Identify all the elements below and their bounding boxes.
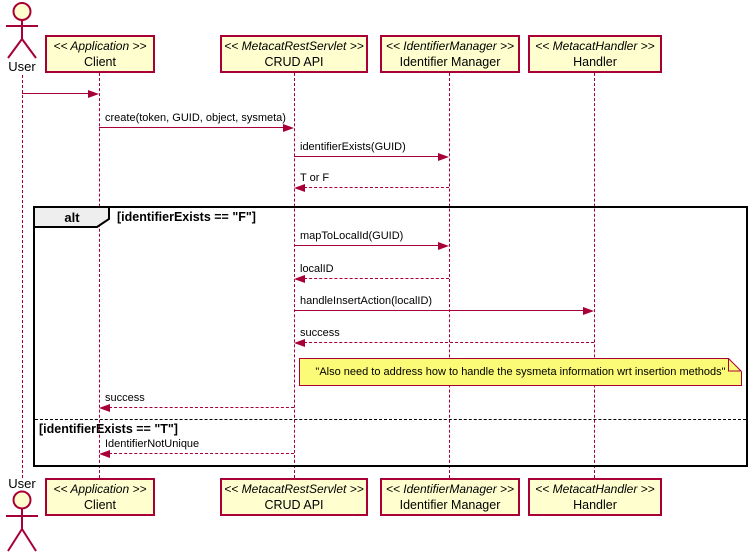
participant-stereotype: << MetacatRestServlet >> bbox=[224, 39, 364, 53]
message-handleinsertaction-localid-arrowhead bbox=[583, 306, 594, 315]
message-success-label: success bbox=[105, 392, 145, 404]
participant-client-top: << Application >> Client bbox=[45, 35, 155, 73]
user-actor-icon bbox=[6, 490, 38, 552]
participant-handler-bottom: << MetacatHandler >> Handler bbox=[528, 478, 662, 516]
participant-stereotype: << Application >> bbox=[53, 39, 147, 53]
message-create-token-guid-object-sysme-label: create(token, GUID, object, sysmeta) bbox=[105, 112, 286, 124]
message-success-arrowhead bbox=[99, 403, 110, 412]
message-identifiernotunique-arrowhead bbox=[99, 449, 110, 458]
message-t-or-f-arrowhead bbox=[294, 183, 305, 192]
message-identifiernotunique-line bbox=[109, 453, 294, 454]
message-identifierexists-guid-label: identifierExists(GUID) bbox=[300, 141, 406, 153]
alt-operator-label: alt bbox=[64, 210, 80, 225]
alt-operator-pentagon bbox=[33, 206, 110, 228]
message-success-line bbox=[109, 407, 294, 408]
message-handleinsertaction-localid-label: handleInsertAction(localID) bbox=[300, 295, 433, 307]
lifeline-idmgr bbox=[449, 73, 450, 478]
message-maptolocalid-guid-label: mapToLocalId(GUID) bbox=[300, 230, 404, 242]
participant-name: Handler bbox=[573, 498, 617, 512]
participant-stereotype: << MetacatRestServlet >> bbox=[224, 482, 364, 496]
participant-crud-bottom: << MetacatRestServlet >> CRUD API bbox=[220, 478, 368, 516]
actor-label-bottom: User bbox=[8, 476, 36, 491]
message-identifierexists-guid-line bbox=[294, 156, 439, 157]
actor-label-top: User bbox=[8, 59, 36, 74]
participant-name: CRUD API bbox=[264, 498, 324, 512]
message-t-or-f-label: T or F bbox=[300, 172, 330, 184]
participant-name: Identifier Manager bbox=[399, 55, 501, 69]
participant-client-bottom: << Application >> Client bbox=[45, 478, 155, 516]
participant-stereotype: << IdentifierManager >> bbox=[385, 482, 515, 496]
message-localid-arrowhead bbox=[294, 274, 305, 283]
message-identifiernotunique-label: IdentifierNotUnique bbox=[105, 438, 200, 450]
message-create-token-guid-object-sysme-line bbox=[99, 127, 284, 128]
lifeline-client bbox=[99, 73, 100, 478]
participant-stereotype: << MetacatHandler >> bbox=[535, 482, 655, 496]
participant-handler-top: << MetacatHandler >> Handler bbox=[528, 35, 662, 73]
message-identifierexists-guid-arrowhead bbox=[438, 152, 449, 161]
participant-stereotype: << Application >> bbox=[53, 482, 147, 496]
participant-name: Client bbox=[84, 498, 116, 512]
alt-guard-condition-false: [identifierExists == "T"] bbox=[39, 422, 178, 436]
message-success-label: success bbox=[300, 327, 340, 339]
message-localid-label: localID bbox=[300, 263, 334, 275]
note-fold-corner bbox=[728, 358, 742, 372]
message-unlabeled-arrowhead bbox=[88, 89, 99, 98]
note-text: "Also need to address how to handle the … bbox=[315, 366, 726, 378]
alt-fragment-frame: alt [identifierExists == "F"] [identifie… bbox=[33, 206, 748, 467]
message-success-line bbox=[304, 342, 594, 343]
participant-stereotype: << MetacatHandler >> bbox=[535, 39, 655, 53]
participant-idmgr-bottom: << IdentifierManager >> Identifier Manage… bbox=[380, 478, 520, 516]
participant-name: Client bbox=[84, 55, 116, 69]
message-maptolocalid-guid-line bbox=[294, 245, 439, 246]
participant-name: Handler bbox=[573, 55, 617, 69]
message-handleinsertaction-localid-line bbox=[294, 310, 584, 311]
alt-else-divider bbox=[35, 419, 746, 420]
message-localid-line bbox=[304, 278, 449, 279]
participant-crud-top: << MetacatRestServlet >> CRUD API bbox=[220, 35, 368, 73]
note: "Also need to address how to handle the … bbox=[299, 358, 742, 386]
participant-stereotype: << IdentifierManager >> bbox=[385, 39, 515, 53]
lifeline-handler bbox=[594, 73, 595, 478]
alt-guard-condition-true: [identifierExists == "F"] bbox=[117, 210, 256, 224]
participant-name: CRUD API bbox=[264, 55, 324, 69]
lifeline-user bbox=[22, 75, 23, 478]
participant-name: Identifier Manager bbox=[399, 498, 501, 512]
message-t-or-f-line bbox=[304, 187, 449, 188]
participant-idmgr-top: << IdentifierManager >> Identifier Manage… bbox=[380, 35, 520, 73]
message-unlabeled-line bbox=[22, 93, 89, 94]
message-maptolocalid-guid-arrowhead bbox=[438, 241, 449, 250]
message-create-token-guid-object-sysme-arrowhead bbox=[283, 123, 294, 132]
user-actor-icon bbox=[6, 2, 38, 59]
message-success-arrowhead bbox=[294, 338, 305, 347]
